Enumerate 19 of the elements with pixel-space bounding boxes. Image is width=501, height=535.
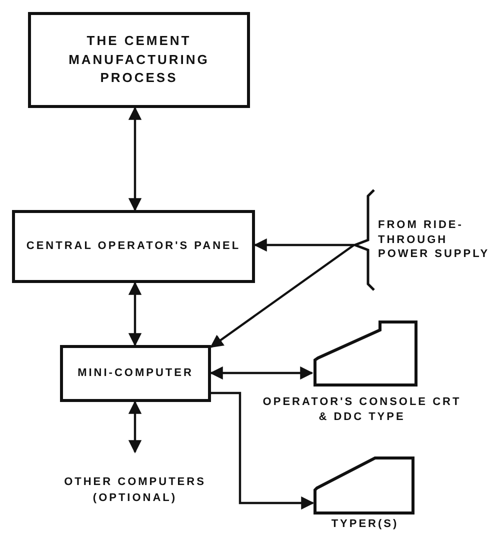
caption-text: TYPER(S) (330, 517, 400, 532)
arrow (210, 366, 314, 380)
caption-text: OPERATOR'S CONSOLE CRT & DDC TYPE (262, 395, 462, 426)
arrow (128, 106, 142, 212)
typer-drawing (313, 458, 413, 514)
arrow (128, 282, 142, 346)
note-text: FROM RIDE-THROUGH POWER SUPPLY (378, 218, 491, 262)
process-box (60, 345, 211, 402)
arrow (254, 238, 354, 252)
box-label: CENTRAL OPERATOR'S PANEL (25, 238, 242, 254)
process-box (28, 12, 250, 108)
box-label: THE CEMENT MANUFACTURING PROCESS (68, 32, 210, 88)
arrow (210, 244, 355, 348)
note-text: OTHER COMPUTERS (OPTIONAL) (63, 475, 207, 506)
console-terminal-drawing (312, 322, 416, 385)
arrow (128, 400, 142, 454)
box-label: MINI-COMPUTER (76, 366, 194, 381)
arrow (211, 392, 314, 510)
process-box (12, 210, 255, 283)
